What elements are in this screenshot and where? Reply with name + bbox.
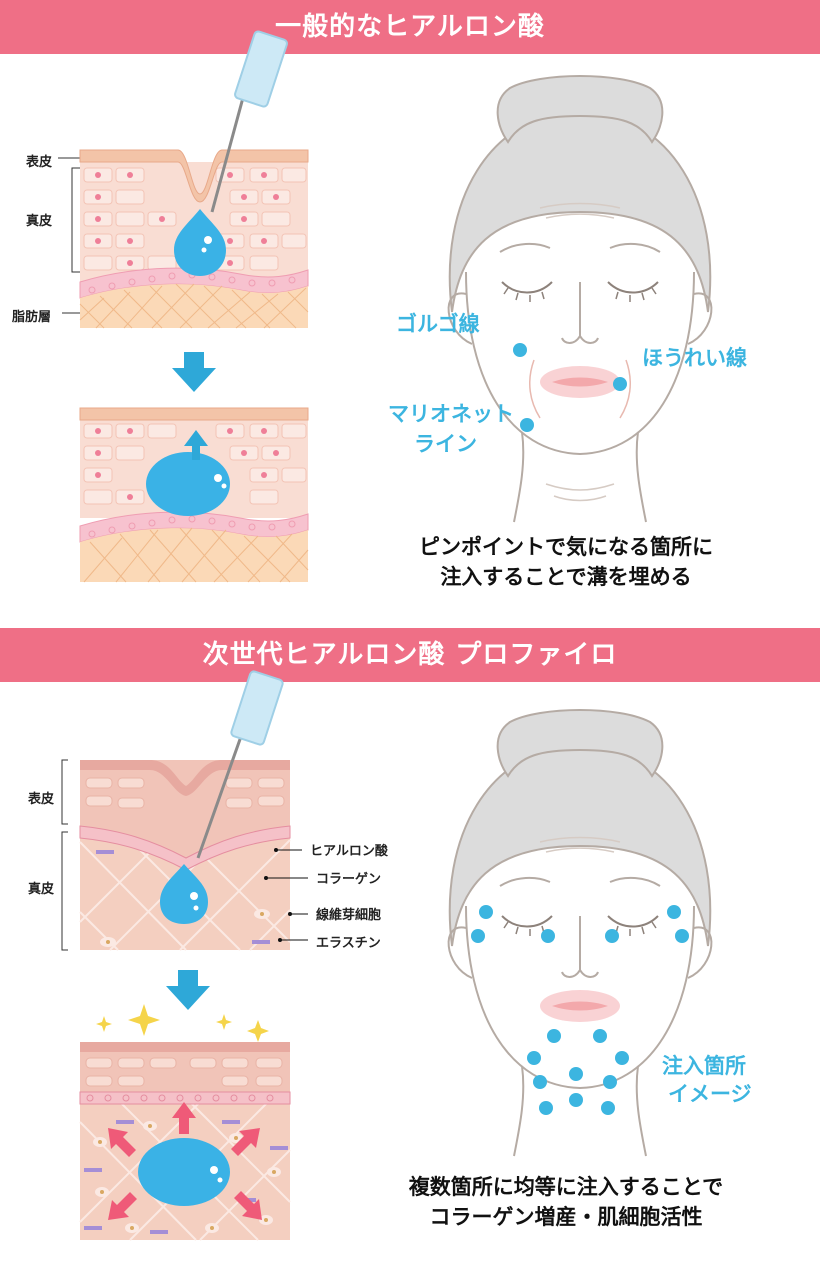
- section1-caption-line1: ピンポイントで気になる箇所に: [419, 535, 713, 559]
- outward-arrows-icon: [108, 1102, 262, 1220]
- section2-title: 次世代ヒアルロン酸 プロファイロ: [202, 640, 618, 670]
- section2-caption-line1: 複数箇所に均等に注入することで: [408, 1175, 724, 1199]
- up-arrow-icon: [184, 430, 208, 460]
- section1-caption: ピンポイントで気になる箇所に 注入することで溝を埋める: [356, 532, 776, 592]
- skin-diagram-profhilo-after: [79, 1042, 291, 1241]
- label-nasolabial: ほうれい線: [642, 346, 747, 370]
- skin-diagram-profhilo: [61, 670, 308, 951]
- label-marionette-1: マリオネット: [388, 402, 514, 426]
- label-fat: 脂肪層: [12, 310, 52, 325]
- face-illustration-1: [447, 75, 713, 523]
- section1-title: 一般的なヒアルロン酸: [275, 12, 545, 42]
- legend-elastin: エラスチン: [316, 936, 381, 951]
- label-injection-site-2: イメージ: [668, 1082, 752, 1106]
- sparkle-icon: [96, 1004, 269, 1042]
- down-arrow-icon-2: [166, 970, 210, 1010]
- label-injection-site-1: 注入箇所: [662, 1054, 746, 1078]
- section2: 表皮 真皮: [0, 670, 820, 1265]
- label-epidermis-2: 表皮: [28, 792, 55, 807]
- syringe-icon-2: [196, 670, 284, 859]
- label-epidermis: 表皮: [26, 155, 53, 170]
- section1-banner: 一般的なヒアルロン酸: [0, 0, 820, 54]
- section1-caption-line2: 注入することで溝を埋める: [440, 565, 692, 589]
- section2-caption: 複数箇所に均等に注入することで コラーゲン増産・肌細胞活性: [356, 1172, 776, 1232]
- label-dermis: 真皮: [26, 214, 53, 229]
- syringe-icon: [210, 30, 288, 213]
- skin-diagram-after: [79, 407, 309, 583]
- section2-banner: 次世代ヒアルロン酸 プロファイロ: [0, 628, 820, 682]
- label-marionette-2: ライン: [414, 432, 477, 456]
- face-illustration-2: [447, 709, 713, 1157]
- section1: 表皮 真皮 脂肪層: [0, 30, 820, 624]
- legend-fibroblast: 線維芽細胞: [316, 908, 382, 923]
- label-dermis-2: 真皮: [28, 882, 55, 897]
- skin-diagram-before: [58, 30, 309, 329]
- section2-caption-line2: コラーゲン増産・肌細胞活性: [429, 1205, 703, 1229]
- legend-collagen: コラーゲン: [316, 872, 382, 887]
- legend-hyaluronic: ヒアルロン酸: [310, 844, 388, 859]
- down-arrow-icon: [172, 352, 216, 392]
- label-golgo-line: ゴルゴ線: [396, 312, 480, 336]
